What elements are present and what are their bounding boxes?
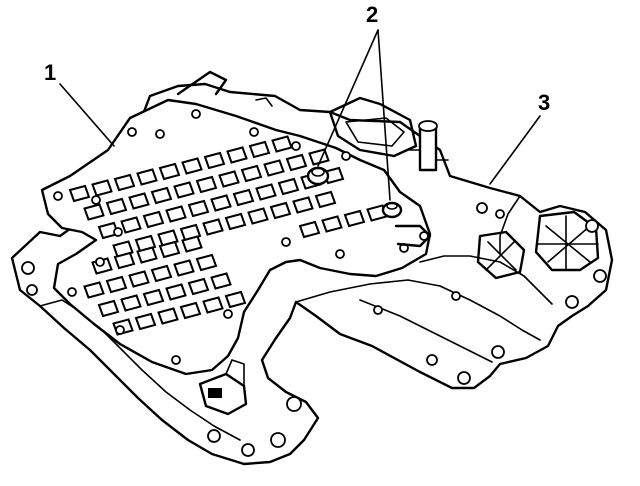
port-cell xyxy=(181,235,203,253)
port-cell xyxy=(173,181,195,199)
callout-1: 1 xyxy=(44,60,115,147)
callout-3: 3 xyxy=(489,90,550,185)
callout-1-label: 1 xyxy=(44,60,56,85)
callout-2: 2 xyxy=(317,2,391,201)
spacer-plate-ports xyxy=(68,135,388,336)
port-cell xyxy=(263,159,285,177)
port-cell xyxy=(277,177,300,196)
port-cell xyxy=(105,275,128,294)
port-cell xyxy=(113,251,136,270)
port-cell xyxy=(150,186,173,205)
port-cell xyxy=(83,281,105,299)
port-cell xyxy=(68,184,91,203)
port-cell xyxy=(269,201,292,220)
port-cell xyxy=(255,183,277,201)
port-cell xyxy=(224,212,247,231)
port-cell xyxy=(142,288,165,307)
port-cell xyxy=(158,162,181,181)
port-cell xyxy=(158,240,181,259)
port-cell xyxy=(173,259,195,277)
port-cell xyxy=(292,196,314,214)
port-cell xyxy=(187,199,210,218)
port-cell xyxy=(202,296,224,314)
port-cell xyxy=(97,299,120,318)
spacer-plate xyxy=(40,70,432,376)
port-cell xyxy=(240,164,263,183)
port-cell xyxy=(314,190,337,209)
port-cell xyxy=(226,146,248,164)
port-cell xyxy=(142,210,165,229)
port-cell xyxy=(210,272,232,290)
port-cell xyxy=(165,283,187,301)
check-ball-left xyxy=(306,166,330,186)
port-cell xyxy=(165,205,187,223)
port-cell xyxy=(187,277,210,296)
port-cell xyxy=(120,216,142,234)
port-cell xyxy=(202,218,224,236)
port-cell xyxy=(195,175,218,194)
spoked-cavity xyxy=(534,210,600,272)
port-cell xyxy=(195,253,218,272)
port-cell xyxy=(343,209,366,228)
port-cell xyxy=(83,203,105,221)
port-cell xyxy=(157,307,179,325)
port-cell xyxy=(113,173,136,192)
port-cell xyxy=(218,170,240,188)
port-cell xyxy=(136,168,158,186)
callout-3-label: 3 xyxy=(538,90,550,115)
port-cell xyxy=(150,264,173,283)
port-cell xyxy=(247,207,269,225)
port-cell xyxy=(91,179,113,197)
check-ball-right xyxy=(381,201,403,219)
port-cell xyxy=(128,192,150,210)
callout-2-label: 2 xyxy=(366,2,378,27)
port-cell xyxy=(248,140,271,159)
port-cell xyxy=(179,301,202,320)
port-cell xyxy=(298,220,321,239)
solenoid-connector xyxy=(198,359,248,416)
port-cell xyxy=(128,270,150,288)
port-cell xyxy=(181,157,203,175)
port-cell xyxy=(203,151,226,170)
port-cell xyxy=(224,290,247,309)
port-cell xyxy=(210,194,232,212)
port-cell xyxy=(120,294,142,312)
port-cell xyxy=(232,188,255,207)
port-cell xyxy=(321,215,343,233)
port-cell xyxy=(105,197,128,216)
port-cell xyxy=(134,312,157,331)
port-cell xyxy=(285,153,308,172)
port-cell xyxy=(271,135,293,153)
valve-post xyxy=(409,120,449,172)
port-cell xyxy=(136,246,158,264)
